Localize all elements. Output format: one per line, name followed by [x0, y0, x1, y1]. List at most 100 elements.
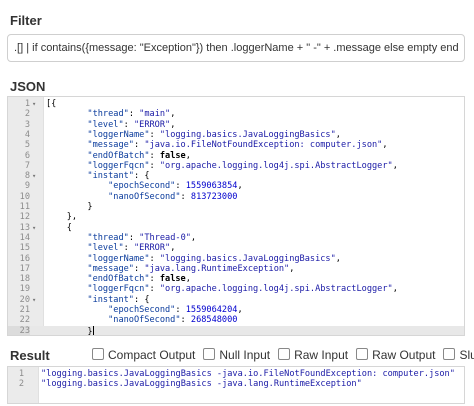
code-token: :	[149, 160, 160, 171]
code-token: [{	[46, 99, 57, 109]
code-text: "loggerFqcn": "org.apache.logging.log4j.…	[46, 284, 397, 294]
line-number: 22	[19, 315, 30, 326]
code-token	[46, 315, 108, 325]
code-token: "loggerFqcn"	[87, 160, 150, 171]
code-token: 1559063854	[185, 181, 238, 192]
code-token: "ERROR"	[133, 119, 171, 130]
line-number: 7	[24, 160, 30, 171]
filter-heading: Filter	[10, 13, 42, 28]
line-number: 4	[24, 129, 30, 140]
code-token: :	[149, 129, 160, 140]
checkbox[interactable]	[443, 348, 456, 360]
code-token	[46, 284, 87, 294]
code-text: },	[46, 212, 77, 222]
line-number: 2	[18, 379, 24, 390]
result-line: 2"logging.basics.JavaLoggingBasics -java…	[8, 379, 464, 389]
option-label: Null Input	[219, 348, 271, 362]
code-text: "message": "java.io.FileNotFoundExceptio…	[46, 140, 387, 151]
line-number: 16	[19, 253, 30, 264]
line-number: 18	[19, 274, 30, 285]
fold-arrow-icon[interactable]: ▾	[32, 172, 37, 181]
line-number: 23	[8, 325, 30, 335]
json-line: 11 }	[8, 202, 464, 212]
fold-arrow-icon[interactable]: ▾	[32, 223, 37, 232]
json-line: 16 "loggerName": "logging.basics.JavaLog…	[8, 254, 464, 264]
code-token	[46, 264, 87, 274]
option-compact-output[interactable]: Compact Output	[92, 348, 195, 362]
line-number: 19	[19, 284, 30, 295]
json-editor[interactable]: 1▾[{2 "thread": "main",3 "level": "ERROR…	[7, 96, 465, 336]
line-number: 11	[19, 202, 30, 212]
code-text: {	[46, 223, 72, 233]
code-token: "main"	[139, 109, 171, 120]
checkbox[interactable]	[203, 348, 216, 360]
option-raw-output[interactable]: Raw Output	[356, 348, 435, 362]
json-line: 15 "level": "ERROR",	[8, 243, 464, 253]
filter-input[interactable]: .[] | if contains({message: "Exception"}…	[7, 34, 465, 62]
code-token: ,	[335, 253, 341, 264]
code-token: "org.apache.logging.log4j.spi.AbstractLo…	[159, 160, 393, 171]
code-token: ,	[170, 243, 176, 254]
code-token: "java.lang.RuntimeException"	[144, 263, 290, 274]
json-line: 20▾ "instant": {	[8, 295, 464, 305]
code-token: "logging.basics.JavaLoggingBasics"	[159, 253, 336, 264]
json-line: 10 "nanoOfSecond": 813723000	[8, 192, 464, 202]
line-number: 10	[19, 191, 30, 202]
option-raw-input[interactable]: Raw Input	[278, 348, 348, 362]
fold-arrow-icon[interactable]: ▾	[32, 100, 37, 108]
code-token: 813723000	[190, 191, 238, 202]
option-slurp[interactable]: Slurp	[443, 348, 474, 362]
code-token: 1559064204	[185, 305, 238, 315]
code-token	[46, 305, 108, 315]
code-token: "ERROR"	[133, 243, 171, 254]
code-token: ,	[392, 160, 398, 171]
code-token	[46, 151, 87, 161]
code-token: :	[128, 232, 140, 243]
code-token: ,	[185, 150, 191, 161]
code-token: :	[128, 109, 140, 120]
code-token	[46, 130, 87, 140]
code-token: ,	[335, 129, 341, 140]
code-token: "instant"	[87, 171, 134, 182]
code-token: "level"	[87, 243, 124, 254]
line-number: 6	[24, 150, 30, 161]
code-token: :	[180, 315, 191, 326]
json-line: 7 "loggerFqcn": "org.apache.logging.log4…	[8, 161, 464, 171]
code-text: "instant": {	[46, 171, 149, 182]
code-token: "epochSecond"	[108, 305, 176, 315]
json-line: 13▾ {	[8, 223, 464, 233]
code-text: "thread": "main",	[46, 109, 175, 119]
checkbox[interactable]	[356, 348, 369, 360]
code-token: ,	[190, 232, 197, 243]
code-token: "endOfBatch"	[87, 274, 150, 285]
checkbox[interactable]	[278, 348, 291, 360]
line-number: 3	[24, 119, 30, 130]
code-token: false	[159, 274, 186, 285]
code-token: }	[46, 202, 93, 212]
code-text: "loggerName": "logging.basics.JavaLoggin…	[46, 130, 341, 140]
code-text: "thread": "Thread-0",	[46, 233, 196, 243]
json-line: 9 "epochSecond": 1559063854,	[8, 181, 464, 191]
code-token	[46, 233, 87, 243]
code-token: :	[175, 305, 186, 315]
checkbox[interactable]	[92, 348, 104, 360]
code-token: ,	[170, 109, 176, 120]
code-token: "Thread-0"	[139, 232, 191, 243]
option-label: Slurp	[459, 348, 474, 362]
code-text: [{	[46, 99, 56, 109]
code-token: false	[159, 150, 186, 161]
fold-arrow-icon[interactable]: ▾	[32, 295, 37, 304]
code-token	[46, 171, 87, 181]
code-token: ,	[237, 181, 243, 192]
json-gutter	[8, 97, 44, 335]
code-token: "message"	[87, 140, 134, 151]
code-token: ,	[289, 263, 295, 274]
code-token: "level"	[87, 119, 124, 130]
code-text: "level": "ERROR",	[46, 243, 175, 253]
code-text: "loggerFqcn": "org.apache.logging.log4j.…	[46, 160, 398, 171]
code-token	[46, 140, 87, 150]
text-cursor	[92, 325, 94, 335]
result-output[interactable]: 1"logging.basics.JavaLoggingBasics -java…	[7, 366, 465, 404]
option-null-input[interactable]: Null Input	[203, 348, 270, 362]
code-token	[46, 274, 87, 284]
